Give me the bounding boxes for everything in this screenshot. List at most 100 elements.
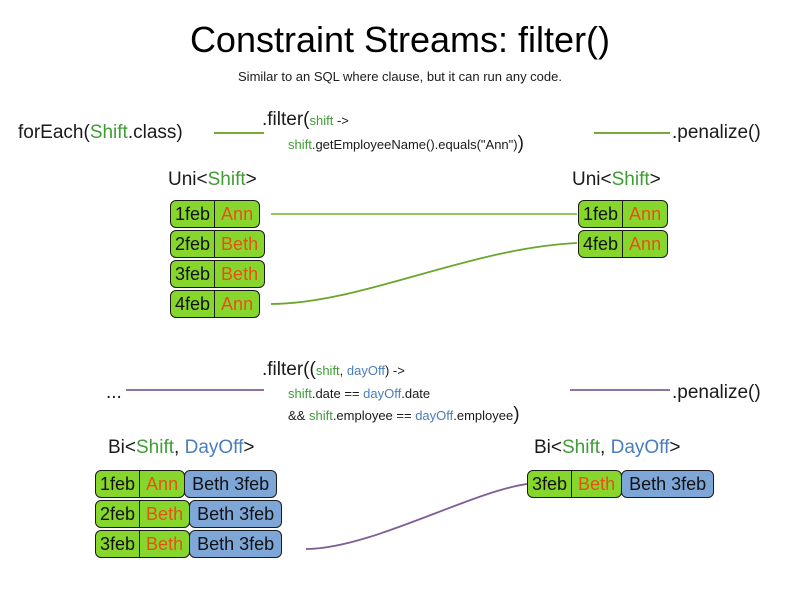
bi-source-expression: ... xyxy=(106,382,122,403)
tuple-date-text: 2feb xyxy=(175,234,211,254)
tuple-date-text: 3feb xyxy=(532,474,568,494)
bi-line2-pre: && xyxy=(288,408,309,423)
tuple-cell-date: 1feb xyxy=(578,200,624,228)
tuple-name-text: Beth xyxy=(221,234,259,254)
bi-output-type-prefix: Bi< xyxy=(534,437,562,458)
uni-output-type-generic: Shift xyxy=(611,169,650,190)
uni-filter-body-rest: .getEmployeeName().equals("Ann") xyxy=(311,137,518,152)
tuple-row[interactable]: 4feb Ann xyxy=(170,290,265,318)
bi-output-type-suffix: > xyxy=(669,437,681,458)
tuple-cell-name: Ann xyxy=(215,200,261,228)
tuple-row[interactable]: 3feb Beth Beth 3feb xyxy=(527,470,715,498)
bi-filter-expression: .filter((shift, dayOff) -> shift.date ==… xyxy=(262,358,520,426)
uni-filter-arrow: -> xyxy=(333,113,349,128)
bi-output-type-generic-a: Shift xyxy=(562,437,601,458)
tuple-cell-dayoff: Beth 3feb xyxy=(189,500,283,528)
uni-output-tuple-stack: 1feb Ann 4feb Ann xyxy=(578,200,669,260)
tuple-date-text: 4feb xyxy=(583,234,619,254)
uni-filter-param: shift xyxy=(309,113,334,128)
tuple-row[interactable]: 3feb Beth xyxy=(170,260,266,288)
tuple-name-text: Beth xyxy=(146,504,184,524)
tuple-name-text: Ann xyxy=(221,294,254,314)
bi-output-type-comma: , xyxy=(600,437,611,458)
uni-source-prefix: forEach( xyxy=(18,122,90,143)
tuple-cell-date: 2feb xyxy=(95,500,141,528)
tuple-cell-date: 1feb xyxy=(170,200,216,228)
bi-input-type-suffix: > xyxy=(243,437,255,458)
tuple-cell-date: 3feb xyxy=(170,260,216,288)
bi-sink-expression: .penalize() xyxy=(672,382,761,403)
slide-title: Constraint Streams: filter() xyxy=(189,19,611,60)
tuple-cell-name: Ann xyxy=(140,470,186,498)
tuple-name-text: Beth xyxy=(578,474,616,494)
uni-filter-expression: .filter(shift -> shift.getEmployeeName()… xyxy=(262,108,524,155)
tuple-row[interactable]: 3feb Beth Beth 3feb xyxy=(95,530,283,558)
bi-line1-mid: .date == xyxy=(311,386,364,401)
uni-filter-body-var: shift xyxy=(288,137,312,152)
tuple-cell-name: Beth xyxy=(140,530,191,558)
bi-filter-keyword: .filter(( xyxy=(262,359,316,380)
tuple-cell-name: Beth xyxy=(215,260,266,288)
tuple-cell-dayoff: Beth 3feb xyxy=(184,470,278,498)
bi-input-type-prefix: Bi< xyxy=(108,437,136,458)
bi-output-type-label: Bi<Shift, DayOff> xyxy=(534,436,680,459)
tuple-cell-dayoff: Beth 3feb xyxy=(189,530,283,558)
tuple-row[interactable]: 4feb Ann xyxy=(578,230,669,258)
tuple-cell-date: 1feb xyxy=(95,470,141,498)
tuple-cell-name: Ann xyxy=(215,290,261,318)
bi-input-type-comma: , xyxy=(174,437,185,458)
tuple-cell-dayoff: Beth 3feb xyxy=(621,470,715,498)
bi-filter-comma: , xyxy=(339,363,347,378)
uni-filter-keyword: .filter( xyxy=(262,109,310,130)
tuple-dayoff-text: Beth 3feb xyxy=(192,474,270,494)
uni-source-expression: forEach(Shift.class) xyxy=(18,121,183,145)
tuple-cell-date: 2feb xyxy=(170,230,216,258)
uni-source-type: Shift xyxy=(89,122,128,143)
tuple-cell-name: Ann xyxy=(623,200,669,228)
bi-line1-var-b: dayOff xyxy=(363,386,402,401)
uni-sink-expression: .penalize() xyxy=(672,122,761,143)
uni-output-type-suffix: > xyxy=(649,169,661,190)
tuple-dayoff-text: Beth 3feb xyxy=(197,534,275,554)
bi-output-tuple-stack: 3feb Beth Beth 3feb xyxy=(527,470,715,500)
uni-input-type-prefix: Uni< xyxy=(168,169,208,190)
tuple-name-text: Ann xyxy=(629,204,662,224)
tuple-name-text: Ann xyxy=(221,204,254,224)
tuple-row[interactable]: 1feb Ann Beth 3feb xyxy=(95,470,282,498)
bi-line2-mid: .employee == xyxy=(332,408,416,423)
tuple-row[interactable]: 2feb Beth xyxy=(170,230,266,258)
bi-input-type-generic-a: Shift xyxy=(136,437,175,458)
bi-output-type-generic-b: DayOff xyxy=(610,437,670,458)
tuple-date-text: 1feb xyxy=(583,204,619,224)
bi-line1-var-a: shift xyxy=(288,386,312,401)
bi-line2-var-a: shift xyxy=(308,408,333,423)
bi-input-tuple-stack: 1feb Ann Beth 3feb 2feb Beth Beth 3feb 3… xyxy=(95,470,283,560)
slide-subtitle: Similar to an SQL where clause, but it c… xyxy=(238,69,562,84)
bi-filter-body-close: ) xyxy=(513,404,520,425)
uni-output-type-prefix: Uni< xyxy=(572,169,612,190)
bi-filter-body-line1: shift.date == dayOff.date xyxy=(262,383,520,404)
tuple-cell-date: 3feb xyxy=(95,530,141,558)
tuple-row[interactable]: 1feb Ann xyxy=(578,200,669,228)
bi-line2-end: .employee xyxy=(453,408,514,423)
tuple-date-text: 3feb xyxy=(175,264,211,284)
bi-input-type-generic-b: DayOff xyxy=(184,437,244,458)
tuple-cell-date: 3feb xyxy=(527,470,573,498)
uni-input-tuple-stack: 1feb Ann 2feb Beth 3feb Beth 4feb xyxy=(170,200,266,320)
tuple-cell-date: 4feb xyxy=(170,290,216,318)
tuple-cell-name: Beth xyxy=(215,230,266,258)
bi-line1-end: .date xyxy=(401,386,431,401)
uni-output-type-label: Uni<Shift> xyxy=(572,168,661,191)
tuple-date-text: 1feb xyxy=(100,474,136,494)
tuple-dayoff-text: Beth 3feb xyxy=(629,474,707,494)
bi-filter-arrow: ) -> xyxy=(384,363,405,378)
bi-filter-body-line2: && shift.employee == dayOff.employee) xyxy=(262,404,520,426)
tuple-row[interactable]: 2feb Beth Beth 3feb xyxy=(95,500,283,528)
bi-input-type-label: Bi<Shift, DayOff> xyxy=(108,436,254,459)
tuple-row[interactable]: 1feb Ann xyxy=(170,200,265,228)
tuple-cell-name: Beth xyxy=(572,470,623,498)
tuple-cell-name: Ann xyxy=(623,230,669,258)
bi-filter-head: .filter((shift, dayOff) -> xyxy=(262,358,520,383)
tuple-name-text: Beth xyxy=(221,264,259,284)
tuple-date-text: 4feb xyxy=(175,294,211,314)
